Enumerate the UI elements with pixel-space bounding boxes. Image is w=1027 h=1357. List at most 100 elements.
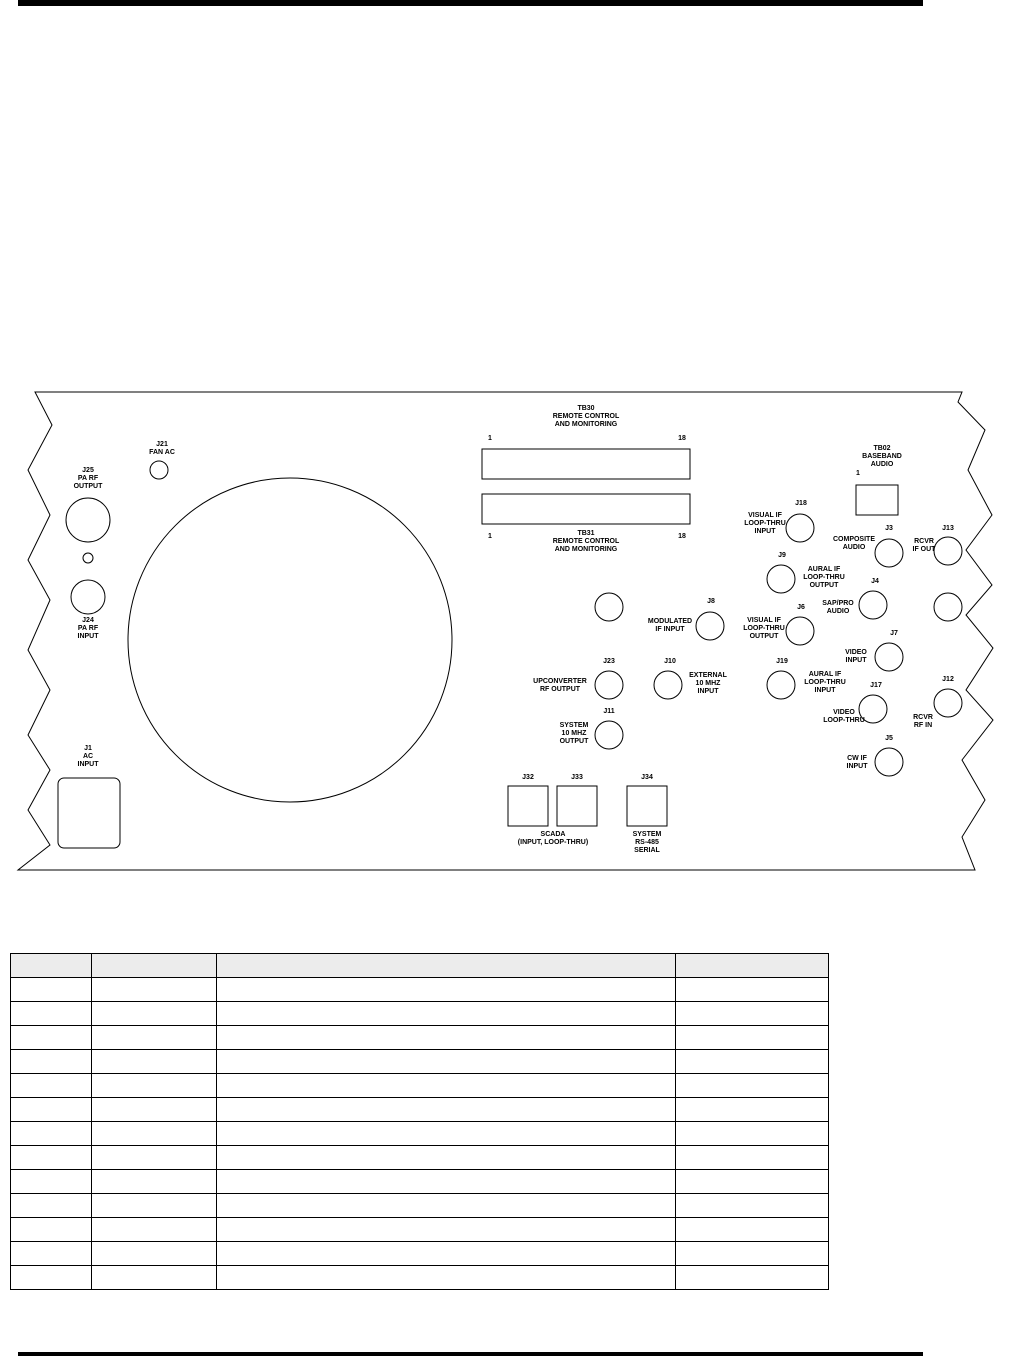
j7-label-line: J7: [890, 630, 898, 637]
table-cell: [216, 1097, 676, 1122]
j6-desc-line: OUTPUT: [750, 633, 780, 640]
j17-desc-line: VIDEO: [833, 709, 855, 716]
j11-label: J11: [603, 708, 614, 715]
table-row: [10, 1049, 829, 1074]
j8-desc-line: MODULATED: [648, 618, 692, 625]
j17-label-line: J17: [870, 682, 882, 689]
j18-label-line: J18: [795, 500, 807, 507]
j12-desc-line: RCVR: [913, 714, 933, 721]
table-cell: [675, 1265, 829, 1290]
j32-label: J32: [522, 774, 534, 781]
j1-label-line: J1: [84, 745, 92, 752]
tb31-label-line: REMOTE CONTROL: [553, 538, 620, 545]
j6-desc-line: LOOP-THRU: [743, 625, 785, 632]
j18-desc-line: LOOP-THRU: [744, 520, 786, 527]
j17-connector: [858, 694, 888, 724]
j24-label-line: PA RF: [78, 625, 99, 632]
j13-label-line: J13: [942, 525, 954, 532]
j18-label: J18: [795, 500, 807, 507]
tb31-pin-last-line: 18: [678, 533, 686, 540]
table-cell: [216, 1145, 676, 1170]
j21-label-line: J21: [156, 441, 168, 448]
table-cell: [91, 1049, 217, 1074]
table-cell: [675, 1121, 829, 1146]
j3-desc-line: AUDIO: [843, 544, 866, 551]
table-row: [10, 1145, 829, 1170]
j24-label-line: INPUT: [78, 633, 100, 640]
table-row: [10, 1169, 829, 1194]
j11-connector: [594, 720, 624, 750]
tb31-label-line: TB31: [577, 530, 594, 537]
j13-connector: [933, 536, 963, 566]
j7-desc-line: INPUT: [846, 657, 868, 664]
tb31-pin-first-line: 1: [488, 533, 492, 540]
table-cell: [675, 1001, 829, 1026]
bottom-rule: [18, 1352, 923, 1356]
j6-connector: [785, 616, 815, 646]
j9-connector: [766, 564, 796, 594]
table-row: [10, 1025, 829, 1050]
j1-label-line: INPUT: [78, 761, 100, 768]
tb31-block: [481, 493, 691, 525]
j13-desc-line: RCVR: [914, 538, 934, 545]
table-row: [10, 1001, 829, 1026]
table-row: [10, 977, 829, 1002]
table-cell: [216, 1241, 676, 1266]
j34-label: J34: [641, 774, 653, 781]
j8-label-line: J8: [707, 598, 715, 605]
table-cell: [10, 1217, 92, 1242]
j5-desc-line: CW IF: [847, 755, 868, 762]
j6-desc-line: VISUAL IF: [747, 617, 781, 624]
j1-ac-inlet: [57, 777, 121, 849]
j9-label-line: J9: [778, 552, 786, 559]
table-cell: [675, 1217, 829, 1242]
j10-connector: [653, 670, 683, 700]
table-cell: [675, 1049, 829, 1074]
table-cell: [10, 1193, 92, 1218]
table-cell: [91, 1025, 217, 1050]
table-row: [10, 1121, 829, 1146]
j3-label: J3: [885, 525, 893, 532]
j21-label-line: FAN AC: [149, 449, 175, 456]
j7-connector: [874, 642, 904, 672]
table-cell: [91, 1121, 217, 1146]
table-cell: [216, 1193, 676, 1218]
table-cell: [91, 1073, 217, 1098]
j4-label: J4: [871, 578, 879, 585]
j32-label-line: J32: [522, 774, 534, 781]
j13-label: J13: [942, 525, 954, 532]
table-cell: [10, 1001, 92, 1026]
j4-label-line: J4: [871, 578, 879, 585]
tb30-pin-last: 18: [678, 435, 686, 442]
j10-label: J10: [664, 658, 676, 665]
j23-desc-line: RF OUTPUT: [540, 686, 581, 693]
table-cell: [10, 1169, 92, 1194]
j5-label: J5: [885, 735, 893, 742]
table-cell: [216, 1049, 676, 1074]
j1-label-line: AC: [83, 753, 93, 760]
j10-desc-line: 10 MHZ: [696, 680, 722, 687]
table-header-row: [10, 953, 829, 978]
table-cell: [216, 1073, 676, 1098]
table-header-cell: [216, 953, 676, 978]
scada-label-line: SCADA: [541, 831, 566, 838]
table-cell: [91, 1145, 217, 1170]
j18-desc-line: VISUAL IF: [748, 512, 782, 519]
pinout-table: [10, 953, 829, 1290]
j19-desc-line: AURAL IF: [809, 671, 842, 678]
table-cell: [10, 1073, 92, 1098]
j19-label: J19: [776, 658, 788, 665]
table-cell: [91, 1265, 217, 1290]
tb30-label-line: REMOTE CONTROL: [553, 413, 620, 420]
table-cell: [91, 1169, 217, 1194]
